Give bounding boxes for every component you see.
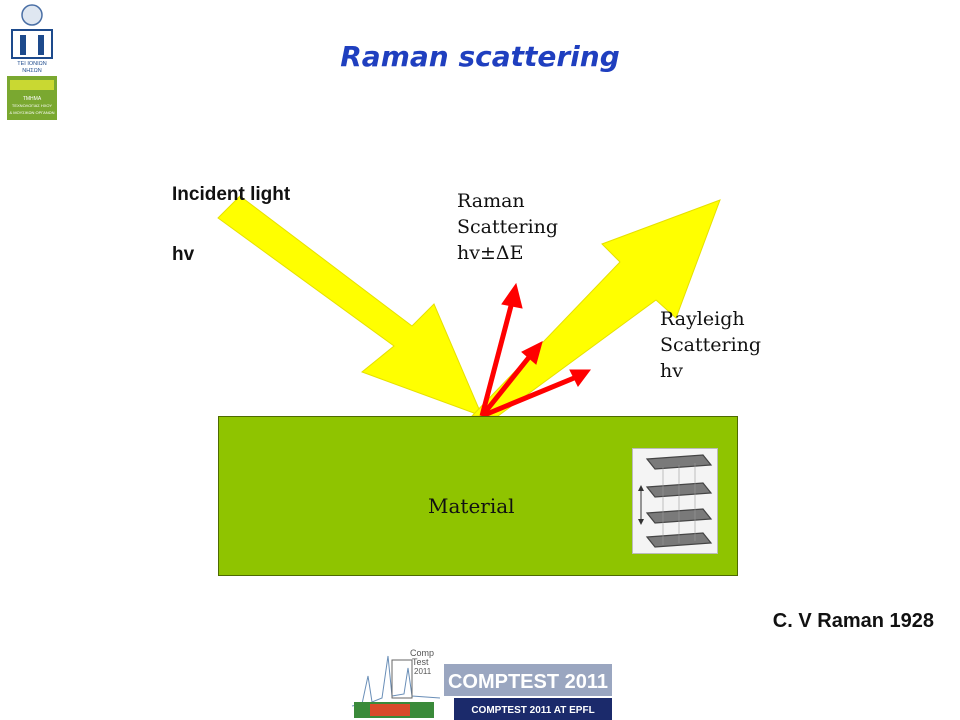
raman-label-line1: Raman: [457, 190, 525, 212]
svg-text:COMPTEST 2011 AT EPFL: COMPTEST 2011 AT EPFL: [471, 705, 594, 716]
incident-light-beam: [217, 195, 483, 417]
svg-text:Test: Test: [412, 657, 429, 667]
crystal-lattice-image: [632, 448, 718, 554]
raman-label-line2: Scattering: [457, 216, 559, 238]
building-icon: [11, 29, 53, 59]
material-label: Material: [428, 494, 515, 518]
rayleigh-label: Rayleigh Scattering hv: [660, 306, 761, 384]
raman-arrow-middle: [480, 341, 543, 418]
rayleigh-label-line1: Rayleigh: [660, 308, 745, 330]
svg-text:COMPTEST 2011: COMPTEST 2011: [448, 671, 608, 693]
svg-text:& ΜΟΥΣΙΚΩΝ ΟΡΓΑΝΩΝ: & ΜΟΥΣΙΚΩΝ ΟΡΓΑΝΩΝ: [9, 110, 54, 115]
raman-arrow-vertical: [479, 282, 523, 417]
rayleigh-label-line3: hv: [660, 360, 683, 382]
seal-icon: [21, 4, 43, 26]
svg-text:ΤΜΗΜΑ: ΤΜΗΜΑ: [23, 96, 42, 102]
incident-light-label: Incident light: [172, 184, 291, 205]
svg-text:ΤΕΧΝΟΛΟΓΙΑΣ ΗΧΟΥ: ΤΕΧΝΟΛΟΓΙΑΣ ΗΧΟΥ: [12, 103, 53, 108]
svg-text:2011: 2011: [414, 667, 432, 676]
institution-logo: ΤΕΙ ΙΟΝΙΩΝ ΝΗΣΩΝ ΤΜΗΜΑ ΤΕΧΝΟΛΟΓΙΑΣ ΗΧΟΥ …: [6, 4, 58, 120]
comptest-logo: Comp Test 2011 COMPTEST 2011 COMPTEST 20…: [348, 646, 612, 720]
raman-label: Raman Scattering hv±ΔE: [457, 188, 558, 266]
raman-label-line3: hv±ΔE: [457, 242, 524, 264]
credit-text: C. V Raman 1928: [772, 610, 934, 632]
raman-arrow-lower: [481, 369, 591, 419]
svg-text:ΝΗΣΩΝ: ΝΗΣΩΝ: [22, 68, 41, 74]
svg-text:Comp: Comp: [410, 648, 434, 658]
svg-text:ΤΕΙ ΙΟΝΙΩΝ: ΤΕΙ ΙΟΝΙΩΝ: [17, 61, 47, 67]
rayleigh-label-line2: Scattering: [660, 334, 762, 356]
incident-energy-label: hv: [172, 244, 195, 265]
page-title: Raman scattering: [340, 40, 620, 73]
